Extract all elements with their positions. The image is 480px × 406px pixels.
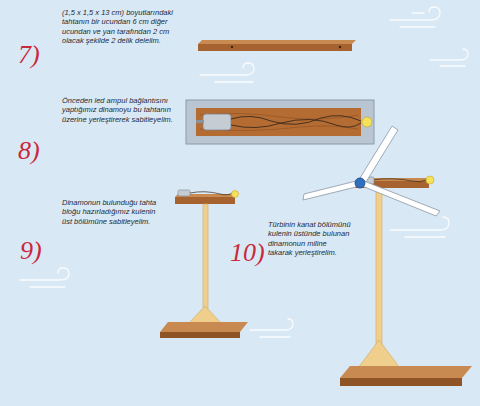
- board: [196, 108, 361, 136]
- wind-swirl: [200, 63, 254, 82]
- wire: [231, 119, 361, 127]
- wind-swirl: [390, 217, 449, 237]
- hole: [231, 46, 233, 48]
- callout-number: 9): [20, 238, 42, 264]
- wind-swirl: [250, 319, 293, 337]
- pole: [376, 188, 382, 358]
- led-bulb: [232, 191, 239, 198]
- wind-swirl: [20, 268, 69, 287]
- callout-number: 10): [230, 240, 265, 266]
- board-front: [198, 44, 352, 51]
- feet: [188, 306, 222, 324]
- callout-number: 7): [18, 42, 40, 68]
- base-front: [160, 332, 240, 338]
- top-board: [175, 197, 235, 204]
- wind-swirls: [20, 7, 468, 337]
- callout-number: 8): [18, 138, 40, 164]
- wire: [372, 179, 426, 182]
- step-text: (1,5 x 1,5 x 13 cm) boyutlarındaki tahta…: [62, 8, 184, 46]
- wind-swirl: [430, 49, 468, 66]
- blade: [360, 126, 398, 182]
- led-bulb: [426, 176, 434, 184]
- base-top: [160, 322, 248, 332]
- step8-assembly: [186, 100, 374, 144]
- hub: [355, 178, 365, 188]
- pole: [203, 204, 208, 322]
- board-top: [198, 40, 356, 44]
- step-text: Türbinin kanat bölümünü kulenin üstünde …: [268, 220, 352, 258]
- wire: [190, 192, 232, 195]
- step-text: Dinamonun bulunduğu tahta bloğu hazırlad…: [62, 198, 166, 226]
- step7-board: [198, 40, 356, 51]
- dynamo-shaft: [196, 120, 204, 123]
- feet: [358, 340, 400, 368]
- blade: [362, 181, 440, 216]
- panel: [186, 100, 374, 144]
- hole: [339, 46, 341, 48]
- led-bulb: [362, 117, 372, 127]
- base-front: [340, 378, 462, 386]
- step-text: Önceden led ampul bağlantısını yaptığımı…: [62, 96, 178, 124]
- dynamo-body: [203, 114, 231, 130]
- wind-swirl: [390, 7, 440, 27]
- base-top: [340, 366, 472, 378]
- blade: [303, 181, 356, 200]
- dynamo: [178, 190, 190, 196]
